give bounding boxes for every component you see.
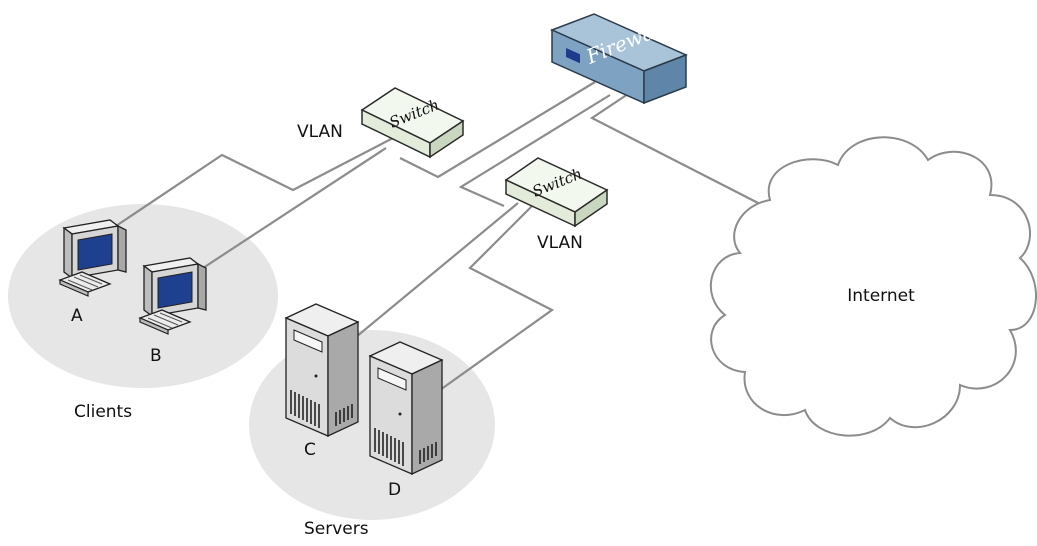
switch-bottom-device: Switch	[504, 157, 609, 228]
server-c-tower-icon	[284, 303, 360, 438]
client-b-computer-icon	[138, 257, 207, 335]
firewall-led-icon	[566, 47, 580, 64]
client-b-label: B	[150, 346, 162, 366]
server-d-tower-icon	[368, 341, 444, 476]
client-a-computer-icon	[58, 219, 127, 297]
servers-group-label: Servers	[304, 519, 369, 539]
firewall-device: Firewall	[550, 13, 688, 105]
cable-firewall-internet	[589, 93, 763, 206]
internet-cloud: Internet	[709, 136, 1037, 437]
clients-group-label: Clients	[74, 402, 132, 422]
internet-label: Internet	[847, 286, 915, 306]
cable-switch-top-firewall	[399, 81, 596, 179]
vlan-bottom-label: VLAN	[537, 233, 583, 253]
server-c-label: C	[304, 440, 316, 460]
vlan-top-label: VLAN	[297, 122, 343, 142]
cable-server-c-switch	[355, 202, 519, 338]
cable-switch-bottom-firewall	[458, 94, 611, 208]
server-d-label: D	[388, 480, 401, 500]
cable-client-a-switch	[109, 137, 394, 231]
cables	[109, 81, 763, 391]
cable-client-b-switch	[199, 147, 387, 271]
cable-server-d-switch	[439, 202, 555, 391]
client-a-label: A	[71, 306, 83, 326]
clients-group-area	[8, 204, 278, 388]
switch-top-device: Switch	[360, 87, 465, 159]
